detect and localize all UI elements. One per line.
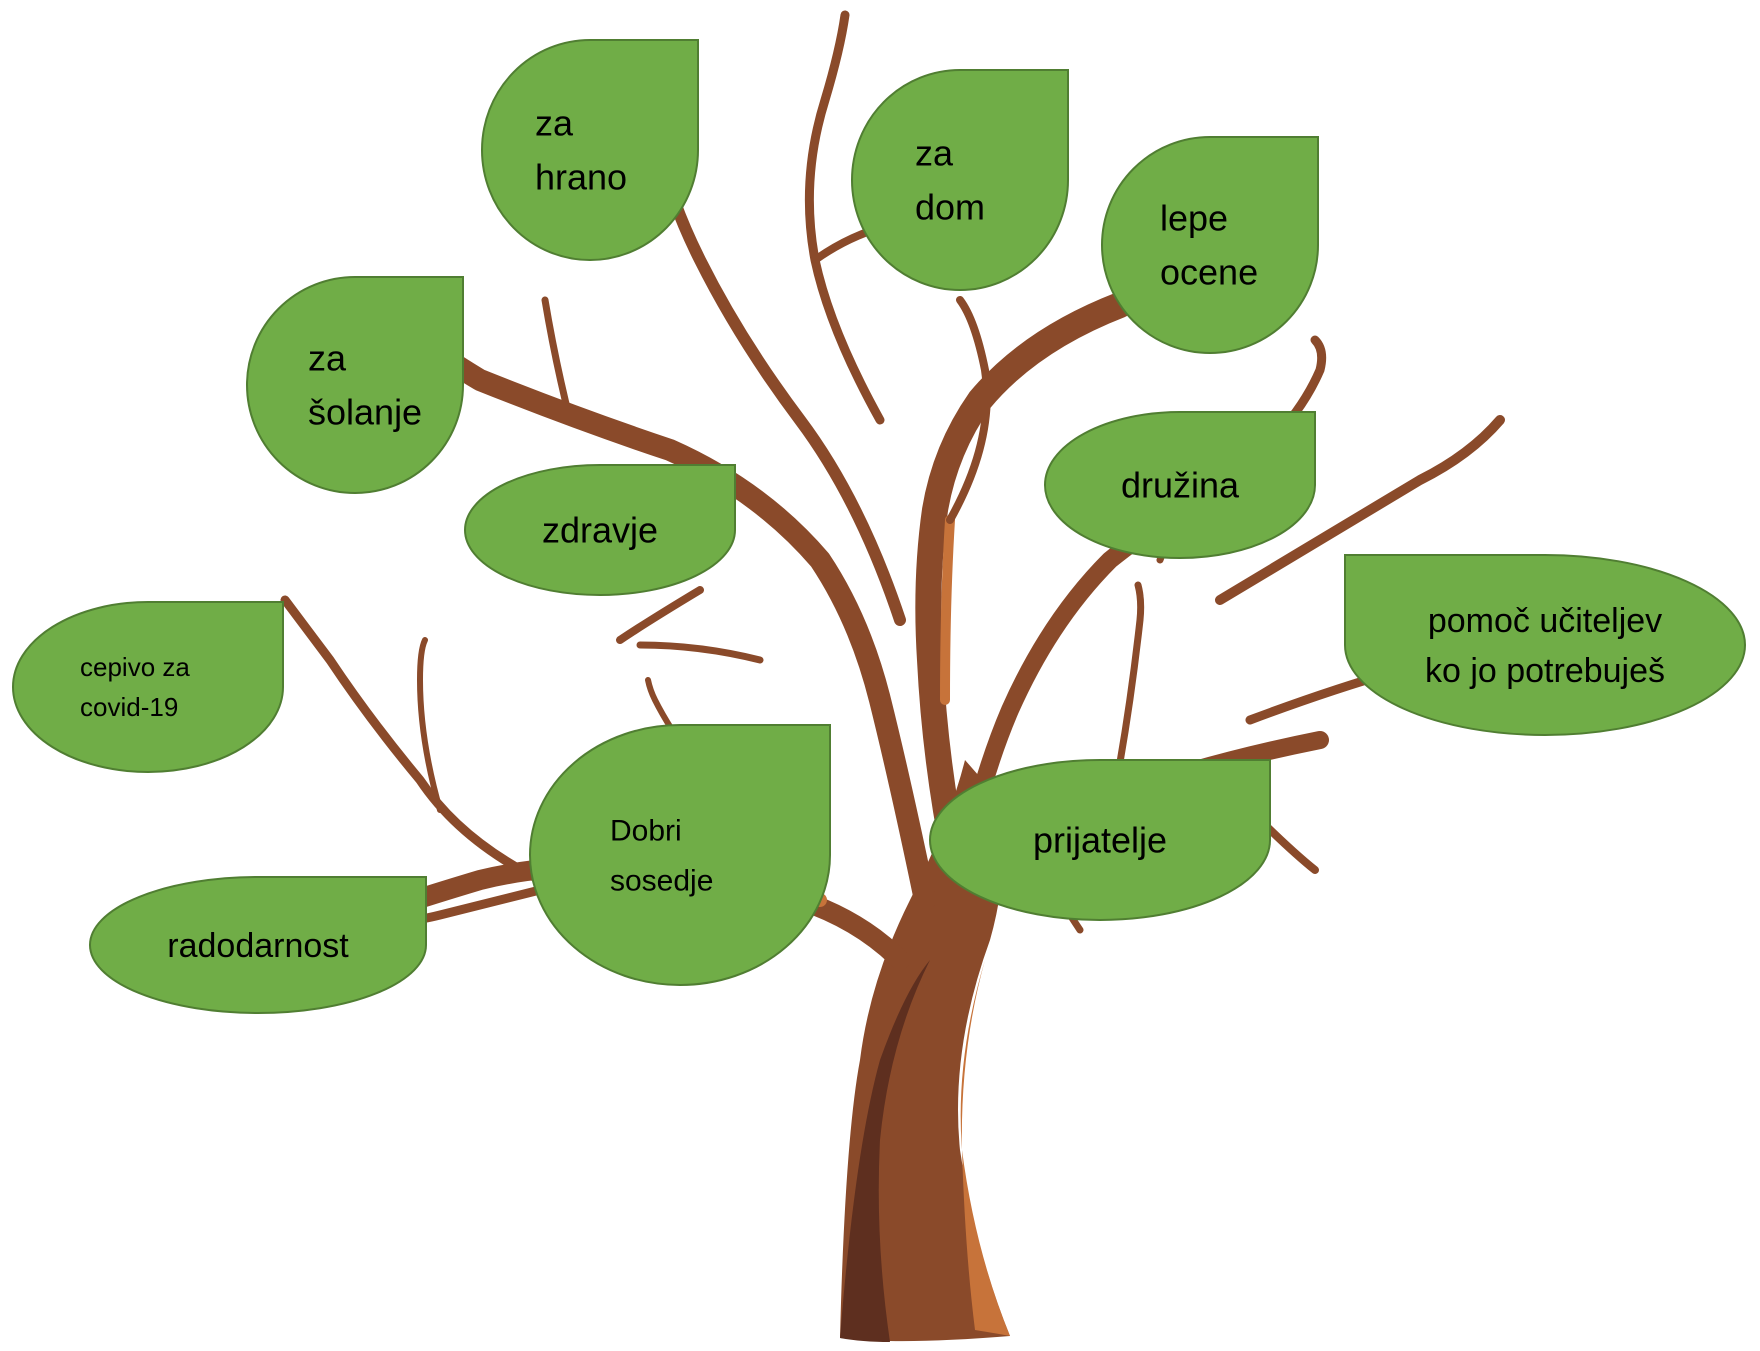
leaf-cepivo: cepivo za covid-19 xyxy=(11,601,284,774)
leaf-label: lepe xyxy=(1160,198,1228,239)
leaf-pomoc-uciteljev: pomoč učiteljev ko jo potrebuješ xyxy=(1344,554,1747,737)
leaf-shape xyxy=(245,276,464,495)
leaf-label: ocene xyxy=(1160,252,1258,293)
bough-highlight xyxy=(940,515,955,705)
leaf-label: za xyxy=(535,103,574,144)
leaf-label: sosedje xyxy=(610,865,713,898)
twig-to-hrano xyxy=(654,144,906,626)
leaf-label: ko jo potrebuješ xyxy=(1425,652,1665,690)
twig-to-zdravje-leaf xyxy=(616,586,704,644)
leaf-label: pomoč učiteljev xyxy=(1428,602,1662,640)
twig-cepivo-small xyxy=(417,637,443,813)
twig-under-zdravje xyxy=(636,641,764,664)
trunk-shadow xyxy=(840,960,930,1342)
bough-right-up xyxy=(915,292,1133,873)
leaf-za-solanje: za šolanje xyxy=(245,276,464,495)
leaf-shape xyxy=(1043,411,1316,560)
leaf-label: za xyxy=(308,338,347,379)
leaf-label: dom xyxy=(915,187,985,228)
leaf-druzina: družina xyxy=(1043,411,1316,560)
twig-top xyxy=(804,10,885,425)
leaf-radodarnost: radodarnost xyxy=(88,876,427,1015)
twig-far-right xyxy=(1215,415,1505,605)
leaf-shape xyxy=(88,876,427,1015)
leaf-shape xyxy=(1100,136,1319,355)
trunk-highlight xyxy=(960,960,1010,1336)
leaf-label: šolanje xyxy=(308,392,422,433)
leaf-label: prijatelje xyxy=(1033,820,1167,861)
leaf-label: Dobri xyxy=(610,815,682,848)
leaf-label: radodarnost xyxy=(167,927,349,965)
leaf-shape xyxy=(463,464,736,597)
leaf-label: hrano xyxy=(535,157,627,198)
leaf-prijatelje: prijatelje xyxy=(928,759,1271,922)
leaf-label: za xyxy=(915,133,954,174)
twig-to-cepivo xyxy=(280,595,545,885)
leaf-label: cepivo za xyxy=(80,652,190,682)
leaf-labels: za hrano za dom lepe ocene za šolanje zdravje dru… xyxy=(11,39,1747,1015)
leaf-shape xyxy=(928,759,1271,922)
leaf-label: družina xyxy=(1121,465,1240,506)
leaf-shape xyxy=(850,69,1069,292)
leaf-za-dom: za dom xyxy=(850,69,1069,292)
leaf-lepe-ocene: lepe ocene xyxy=(1100,136,1319,355)
twig-center xyxy=(946,296,991,524)
leaf-zdravje: zdravje xyxy=(463,464,736,597)
bough-left xyxy=(399,319,936,911)
leaf-shape xyxy=(528,724,831,987)
leaf-shape xyxy=(11,601,284,774)
leaf-dobri-sosedje: Dobri sosedje xyxy=(528,724,831,987)
leaf-shape xyxy=(1344,554,1747,737)
leaf-za-hrano: za hrano xyxy=(480,39,699,262)
leaf-label: covid-19 xyxy=(80,692,178,722)
twig-left-upper xyxy=(541,296,574,424)
leaf-shape xyxy=(480,39,699,262)
leaf-label: zdravje xyxy=(542,510,658,551)
twig-right-vertical xyxy=(1111,581,1145,794)
